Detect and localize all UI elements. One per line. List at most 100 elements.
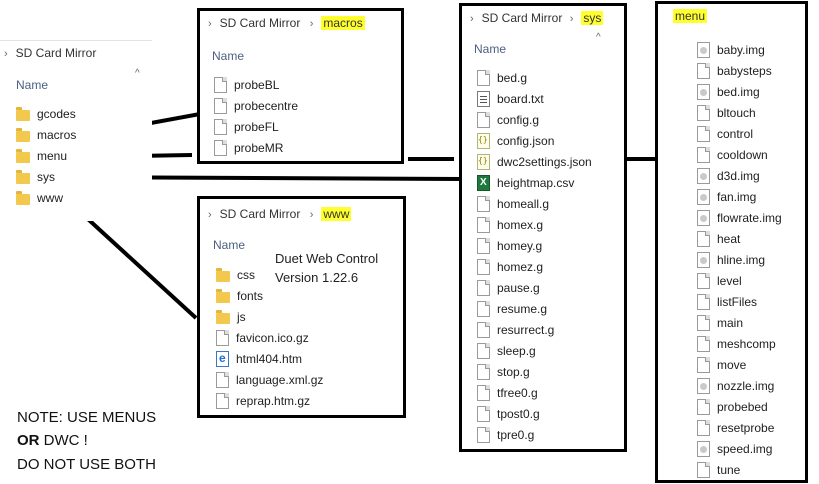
list-item[interactable]: homez.g <box>477 257 543 277</box>
list-item[interactable]: cooldown <box>697 145 768 165</box>
folder-icon <box>16 106 30 121</box>
list-item[interactable]: tpost0.g <box>477 404 540 424</box>
list-item[interactable]: menu <box>16 146 67 166</box>
file-icon <box>697 357 710 373</box>
file-icon <box>697 294 710 310</box>
list-item[interactable]: main <box>697 313 743 333</box>
list-item[interactable]: resurrect.g <box>477 320 554 340</box>
file-icon <box>477 322 490 338</box>
breadcrumb[interactable]: ›SD Card Mirror <box>4 46 97 60</box>
file-icon <box>477 112 490 128</box>
list-item[interactable]: homey.g <box>477 236 542 256</box>
list-item[interactable]: bed.g <box>477 68 527 88</box>
list-item[interactable]: probeMR <box>214 138 283 158</box>
list-item[interactable]: homeall.g <box>477 194 549 214</box>
list-item[interactable]: pause.g <box>477 278 540 298</box>
breadcrumb[interactable]: menu <box>673 9 708 23</box>
list-item[interactable]: listFiles <box>697 292 757 312</box>
column-header-name[interactable]: Name <box>474 42 507 56</box>
text-file-icon <box>477 91 490 107</box>
list-item[interactable]: www <box>16 188 63 208</box>
list-item[interactable]: tpre0.g <box>477 425 534 445</box>
list-item[interactable]: d3d.img <box>697 166 760 186</box>
list-item[interactable]: probeBL <box>214 75 279 95</box>
breadcrumb[interactable]: ›SD Card Mirror ›macros <box>208 16 365 30</box>
breadcrumb-current-folder: www <box>321 207 352 221</box>
file-icon <box>697 126 710 142</box>
list-item[interactable]: nozzle.img <box>697 376 774 396</box>
file-icon <box>697 420 710 436</box>
column-header-name[interactable]: Name <box>16 78 49 92</box>
list-item[interactable]: probeFL <box>214 117 279 137</box>
breadcrumb-current-folder: sys <box>581 11 604 25</box>
list-item[interactable]: heat <box>697 229 740 249</box>
file-icon <box>697 315 710 331</box>
image-file-icon <box>697 168 710 184</box>
list-item[interactable]: tune <box>697 460 740 480</box>
file-icon <box>214 77 227 93</box>
list-item[interactable]: fonts <box>216 286 263 306</box>
list-item[interactable]: probebed <box>697 397 768 417</box>
file-icon <box>477 196 490 212</box>
list-item[interactable]: reprap.htm.gz <box>216 391 310 411</box>
chevron-right-icon: › <box>569 13 574 25</box>
column-header-name[interactable]: Name <box>212 49 245 63</box>
chevron-up-icon[interactable]: ^ <box>596 32 601 43</box>
list-item[interactable]: gcodes <box>16 104 76 124</box>
macros-folder-pane: ›SD Card Mirror ›macros Name probeBL pro… <box>197 8 404 164</box>
list-item[interactable]: macros <box>16 125 76 145</box>
list-item[interactable]: resume.g <box>477 299 547 319</box>
list-item[interactable]: heightmap.csv <box>477 173 574 193</box>
list-item[interactable]: resetprobe <box>697 418 774 438</box>
file-icon <box>477 427 490 443</box>
file-icon <box>477 385 490 401</box>
file-icon <box>477 259 490 275</box>
list-item[interactable]: stop.g <box>477 362 530 382</box>
list-item[interactable]: fan.img <box>697 187 756 207</box>
chevron-right-icon: › <box>309 18 314 30</box>
list-item[interactable]: move <box>697 355 746 375</box>
list-item[interactable]: config.g <box>477 110 539 130</box>
list-item[interactable]: homex.g <box>477 215 543 235</box>
list-item[interactable]: favicon.ico.gz <box>216 328 309 348</box>
file-icon <box>477 364 490 380</box>
json-file-icon <box>477 154 490 170</box>
menu-folder-pane: menu baby.img babysteps bed.img bltouch … <box>655 1 808 483</box>
html-file-icon <box>216 351 229 367</box>
list-item[interactable]: html404.htm <box>216 349 302 369</box>
list-item[interactable]: board.txt <box>477 89 544 109</box>
list-item[interactable]: bltouch <box>697 103 756 123</box>
file-icon <box>697 147 710 163</box>
list-item[interactable]: sleep.g <box>477 341 536 361</box>
list-item[interactable]: speed.img <box>697 439 772 459</box>
list-item[interactable]: probecentre <box>214 96 298 116</box>
folder-icon <box>16 169 30 184</box>
folder-icon <box>216 288 230 303</box>
breadcrumb[interactable]: ›SD Card Mirror ›sys <box>470 11 604 25</box>
chevron-right-icon: › <box>4 48 8 60</box>
breadcrumb[interactable]: ›SD Card Mirror ›www <box>208 207 352 221</box>
list-item[interactable]: js <box>216 307 246 327</box>
list-item[interactable]: dwc2settings.json <box>477 152 592 172</box>
list-item[interactable]: baby.img <box>697 40 765 60</box>
list-item[interactable]: meshcomp <box>697 334 776 354</box>
json-file-icon <box>477 133 490 149</box>
list-item[interactable]: babysteps <box>697 61 772 81</box>
folder-icon <box>216 267 230 282</box>
list-item[interactable]: sys <box>16 167 55 187</box>
chevron-up-icon[interactable]: ^ <box>135 68 140 79</box>
list-item[interactable]: hline.img <box>697 250 765 270</box>
list-item[interactable]: css <box>216 265 255 285</box>
column-header-name[interactable]: Name <box>213 238 246 252</box>
chevron-right-icon: › <box>208 209 212 221</box>
image-file-icon <box>697 378 710 394</box>
file-icon <box>216 372 229 388</box>
list-item[interactable]: flowrate.img <box>697 208 782 228</box>
list-item[interactable]: control <box>697 124 753 144</box>
list-item[interactable]: language.xml.gz <box>216 370 323 390</box>
list-item[interactable]: bed.img <box>697 82 760 102</box>
list-item[interactable]: level <box>697 271 742 291</box>
file-icon <box>697 273 710 289</box>
list-item[interactable]: tfree0.g <box>477 383 538 403</box>
list-item[interactable]: config.json <box>477 131 554 151</box>
